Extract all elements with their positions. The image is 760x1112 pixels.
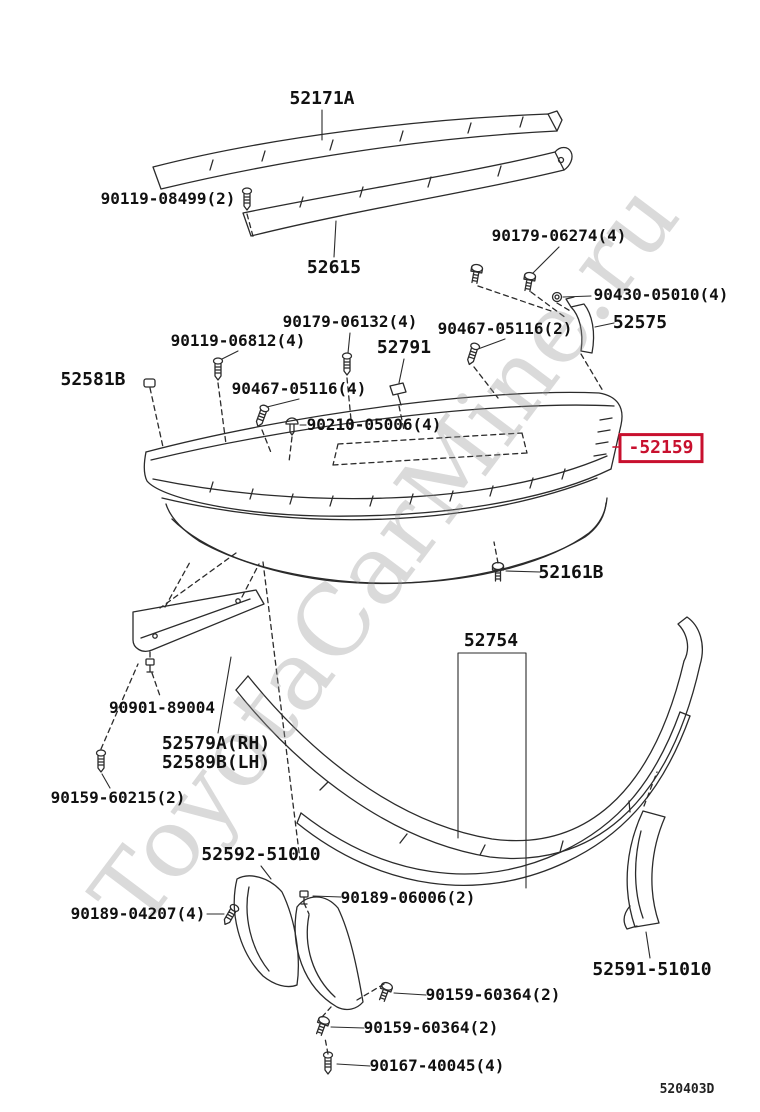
part-label-52592-51010[interactable]: 52592-51010	[201, 844, 321, 866]
part-label-52589BLH[interactable]: 52589B(LH)	[161, 752, 271, 774]
lower-molding-art	[235, 616, 703, 859]
part-label-90159-603642[interactable]: 90159-60364(2)	[425, 985, 561, 1005]
bracket-52575-art	[565, 296, 595, 354]
lower-molding-strip-art	[296, 711, 691, 886]
bumper-side-support-art	[132, 589, 265, 652]
part-label-90189-060062[interactable]: 90189-06006(2)	[340, 888, 476, 908]
part-label-90210-050064[interactable]: 90210-05006(4)	[306, 415, 442, 435]
leader-lines	[101, 109, 651, 1067]
part-label-52575[interactable]: 52575	[612, 312, 668, 334]
part-label-90179-061324[interactable]: 90179-06132(4)	[282, 312, 418, 332]
clip-52791-art	[389, 382, 407, 406]
part-label--52159[interactable]: -52159	[618, 433, 704, 463]
part-label-90430-050104[interactable]: 90430-05010(4)	[593, 285, 729, 305]
part-label-90179-062744[interactable]: 90179-06274(4)	[491, 226, 627, 246]
part-label-90119-068124[interactable]: 90119-06812(4)	[170, 331, 306, 351]
part-label-52581B[interactable]: 52581B	[60, 369, 126, 391]
part-label-90167-400454[interactable]: 90167-40045(4)	[369, 1056, 505, 1076]
part-label-90467-051164[interactable]: 90467-05116(4)	[231, 379, 367, 399]
part-label-52615[interactable]: 52615	[306, 257, 362, 279]
part-label-52754[interactable]: 52754	[463, 630, 519, 652]
part-label-52591-51010[interactable]: 52591-51010	[592, 959, 712, 981]
part-label-52791[interactable]: 52791	[376, 337, 432, 359]
part-label-52161B[interactable]: 52161B	[538, 562, 604, 584]
part-label-90119-084992[interactable]: 90119-08499(2)	[100, 189, 236, 209]
diagram-code: 520403D	[659, 1081, 715, 1097]
clip-52581B-art	[143, 378, 156, 388]
part-label-90159-603642[interactable]: 90159-60364(2)	[363, 1018, 499, 1038]
bumper-arm-bar-art	[242, 146, 573, 237]
part-label-90189-042074[interactable]: 90189-04207(4)	[70, 904, 206, 924]
part-label-52171A[interactable]: 52171A	[289, 88, 355, 110]
part-label-90901-89004[interactable]: 90901-89004	[109, 698, 215, 718]
side-mudguard-right-art	[623, 810, 666, 930]
side-mudguard-left-art	[233, 875, 364, 1011]
bumper-reinforcement-bar-art	[152, 110, 563, 190]
part-label-52579ARH[interactable]: 52579A(RH)	[161, 733, 271, 755]
part-label-90159-602152[interactable]: 90159-60215(2)	[50, 788, 186, 808]
part-label-90467-051162[interactable]: 90467-05116(2)	[437, 319, 573, 339]
projection-lines	[100, 213, 658, 1055]
rear-bumper-cover-art	[143, 391, 623, 585]
